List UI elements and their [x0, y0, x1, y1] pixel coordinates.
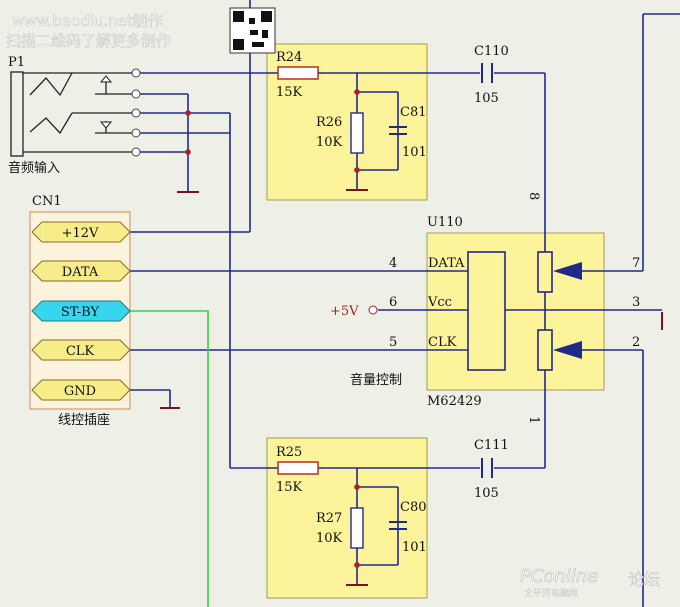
jack-arrow-top [99, 75, 113, 83]
label-p1: P1 [8, 55, 25, 70]
label-r27-value: 10K [316, 531, 343, 546]
connector-pin-label: GND [64, 384, 96, 399]
ic-box-u110 [426, 232, 605, 391]
standby-wire [130, 310, 209, 607]
label-c110-value: 105 [474, 91, 499, 106]
watermark-site: www.baodiu.net制作 [12, 12, 163, 30]
connector-pin-standby [31, 300, 131, 322]
label-u110: U110 [427, 215, 463, 230]
ic-potentiometer-bottom [537, 329, 553, 371]
connector-pin-12v [31, 221, 131, 243]
label-pin-3: 3 [632, 295, 640, 310]
label-volume-control: 音量控制 [350, 372, 402, 388]
watermark-logo: PConline [520, 566, 598, 587]
label-pin-data: DATA [428, 256, 465, 271]
label-plus-5v: +5V [330, 304, 359, 319]
resistor-r24 [277, 66, 319, 80]
label-r24: R24 [276, 50, 302, 65]
watermark-qr-hint: 扫描二维码了解更多制作 [6, 32, 171, 50]
label-cn1: CN1 [32, 194, 62, 209]
label-r25: R25 [276, 445, 302, 460]
jack-arrow-bottom [99, 121, 113, 129]
label-line-socket: 线控插座 [58, 413, 110, 428]
watermark-logo-sub: 太平洋电脑网 [524, 587, 578, 599]
label-r24-value: 15K [276, 85, 303, 100]
watermark-forum: 论坛 [628, 570, 660, 589]
label-c111-value: 105 [474, 486, 499, 501]
label-pin-1: 1 [526, 416, 541, 424]
label-c80: C80 [400, 500, 427, 515]
connector-pins [31, 221, 131, 401]
ic-logic-block [467, 251, 506, 371]
audio-jack-p1 [10, 71, 132, 157]
connector-pin-gnd [31, 379, 131, 401]
label-r26-value: 10K [316, 135, 343, 150]
wiper-arrow-bottom [553, 341, 582, 359]
p1-terminals [131, 68, 378, 315]
connector-pin-label: ST-BY [61, 305, 100, 320]
wiper-arrow-top [553, 262, 582, 280]
connector-pin-label: CLK [66, 344, 95, 359]
resistor-r26 [350, 112, 364, 154]
ground-symbols [160, 189, 663, 586]
label-c111: C111 [474, 438, 509, 453]
qr-code-watermark [229, 7, 276, 54]
label-u110-part: M62429 [427, 394, 482, 409]
capacitors [389, 63, 493, 530]
connector-pin-label: DATA [62, 265, 99, 280]
label-c80-value: 101 [402, 540, 427, 555]
label-c81: C81 [400, 105, 427, 120]
label-pin-8: 8 [526, 192, 541, 200]
ic-potentiometer-top [537, 251, 553, 293]
label-pin-2: 2 [632, 335, 640, 350]
resistor-r27 [350, 507, 364, 549]
connector-pin-data [31, 260, 131, 282]
label-pin-6: 6 [389, 295, 397, 310]
label-r26: R26 [316, 115, 342, 130]
junction-dots [185, 89, 360, 568]
label-audio-input: 音频输入 [8, 160, 60, 176]
label-c81-value: 101 [402, 145, 427, 160]
label-pin-vcc: Vcc [427, 295, 452, 310]
label-pin-5: 5 [389, 335, 397, 350]
connector-pin-clk [31, 339, 131, 361]
label-pin-clk: CLK [428, 335, 457, 350]
label-pin-7: 7 [632, 256, 640, 271]
resistor-r25 [277, 461, 319, 475]
label-r25-value: 15K [276, 480, 303, 495]
label-c110: C110 [474, 44, 509, 59]
label-r27: R27 [316, 511, 342, 526]
label-pin-4: 4 [389, 256, 397, 271]
connector-pin-label: +12V [62, 226, 99, 241]
